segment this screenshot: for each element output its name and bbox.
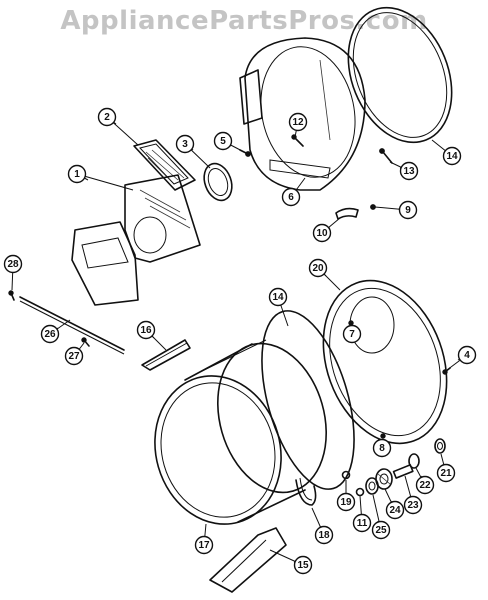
callout-label-2: 2 [104, 112, 110, 123]
ring-21 [434, 438, 446, 454]
callout-bubble-23 [403, 495, 423, 515]
callout-label-1: 1 [74, 169, 80, 180]
shaft-23 [392, 464, 414, 479]
callout-label-23: 23 [407, 500, 419, 511]
callout-label-28: 28 [7, 259, 19, 270]
seal-ring-3 [203, 162, 233, 202]
callout-label-10: 10 [316, 228, 328, 239]
callout-bubble-6 [281, 187, 301, 207]
callout-bubble-10 [312, 223, 332, 243]
callout-bubble-4 [457, 345, 477, 365]
callout-label-19: 19 [340, 497, 352, 508]
callout-bubble-21 [436, 463, 456, 483]
callout-bubble-5 [213, 131, 233, 151]
callout-bubble-24 [385, 500, 405, 520]
callout-bubble-18 [314, 525, 334, 545]
callout-label-5: 5 [220, 136, 226, 147]
callout-bubble-28 [3, 254, 23, 274]
callout-label-27: 27 [68, 351, 80, 362]
callout-label-8: 8 [379, 443, 385, 454]
callout-label-14: 14 [272, 292, 284, 303]
roller-19 [341, 470, 351, 480]
callouts: 1234567891011121314141516171819202122232… [3, 107, 477, 575]
callout-bubble-22 [415, 475, 435, 495]
screw-8 [380, 433, 386, 439]
front-frame-panel [239, 37, 366, 191]
callout-bubble-1 [67, 164, 87, 184]
screw-13 [379, 148, 393, 164]
callout-label-26: 26 [44, 329, 56, 340]
drive-belt [295, 477, 317, 506]
callout-label-9: 9 [405, 205, 411, 216]
screw-12 [291, 134, 304, 147]
screw-28 [8, 290, 15, 301]
callout-bubble-27 [64, 346, 84, 366]
callout-label-17: 17 [198, 540, 210, 551]
drum-17 [154, 339, 327, 525]
callout-bubble-7 [342, 324, 362, 344]
callout-label-6: 6 [288, 192, 294, 203]
callout-bubble-9 [398, 200, 418, 220]
callout-bubble-26 [40, 324, 60, 344]
callout-bubble-25 [371, 520, 391, 540]
callout-label-13: 13 [403, 166, 415, 177]
callout-label-7: 7 [349, 329, 355, 340]
callout-label-16: 16 [140, 325, 152, 336]
callout-label-4: 4 [464, 350, 470, 361]
callout-label-11: 11 [357, 518, 368, 529]
callout-bubble-19 [336, 492, 356, 512]
callout-label-25: 25 [375, 525, 387, 536]
callout-label-18: 18 [318, 530, 330, 541]
callout-label-3: 3 [182, 139, 188, 150]
screw-7 [348, 320, 354, 326]
lint-filter [133, 139, 196, 191]
washer-11 [355, 487, 365, 497]
callout-bubble-14 [442, 146, 462, 166]
duct-housing [71, 174, 201, 306]
clip-9 [370, 204, 376, 210]
callout-label-21: 21 [440, 468, 452, 479]
callout-bubble-8 [372, 438, 392, 458]
callout-label-24: 24 [389, 505, 401, 516]
callout-bubble-16 [136, 320, 156, 340]
callout-bubble-15 [293, 555, 313, 575]
roller-24 [375, 468, 393, 490]
callout-label-22: 22 [419, 480, 431, 491]
ring-22 [408, 453, 420, 469]
support-rod [19, 296, 125, 355]
bracket-10 [335, 207, 359, 220]
callout-bubble-3 [175, 134, 195, 154]
callout-bubble-17 [194, 535, 214, 555]
callout-label-20: 20 [312, 263, 324, 274]
callout-bubble-20 [308, 258, 328, 278]
callout-bubble-12 [288, 112, 308, 132]
callout-label-14: 14 [446, 151, 458, 162]
callout-bubble-2 [97, 107, 117, 127]
foot-pad-16 [141, 339, 191, 371]
screw-27 [81, 337, 90, 347]
callout-label-15: 15 [297, 560, 309, 571]
leader-line-1 [76, 173, 134, 191]
callout-bubble-11 [352, 513, 372, 533]
gasket-ring-top [347, 6, 453, 144]
callout-bubble-13 [399, 161, 419, 181]
kick-cover-15 [209, 527, 287, 593]
callout-bubble-14 [268, 287, 288, 307]
callout-label-12: 12 [292, 117, 304, 128]
